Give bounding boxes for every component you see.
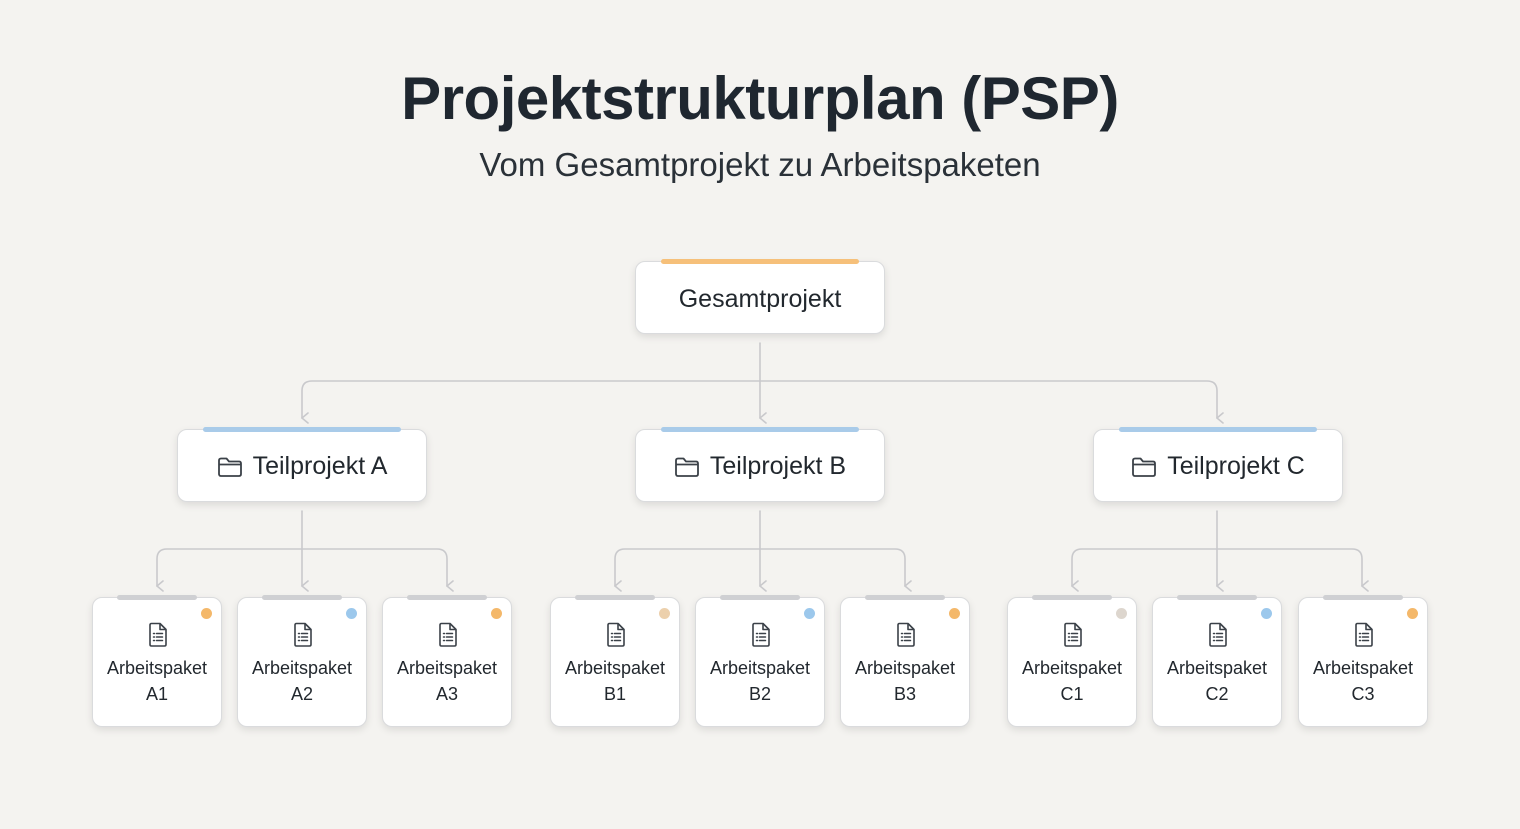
- package-label-line1: Arbeitspaket: [709, 658, 811, 678]
- package-accent-bar: [1323, 595, 1403, 600]
- subproject-accent-bar: [661, 427, 859, 432]
- package-label-line2: A2: [290, 684, 314, 704]
- status-dot: [949, 608, 960, 619]
- diagram-title: Projektstrukturplan (PSP): [401, 65, 1119, 132]
- connector-a-to-a3: [301, 548, 454, 592]
- status-dot: [346, 608, 357, 619]
- document-list-icon: [897, 622, 915, 647]
- package-label-line2: A3: [435, 684, 459, 704]
- package-accent-bar: [1177, 595, 1257, 600]
- work-package-c2[interactable]: Arbeitspaket C2: [1152, 595, 1282, 727]
- package-label: Arbeitspaket A2: [238, 655, 366, 707]
- package-accent-bar: [407, 595, 487, 600]
- package-label: Arbeitspaket B3: [841, 655, 969, 707]
- subproject-node-c[interactable]: Teilprojekt C: [1093, 427, 1343, 502]
- package-label: Arbeitspaket A3: [383, 655, 511, 707]
- package-accent-bar: [117, 595, 197, 600]
- work-package-a2[interactable]: Arbeitspaket A2: [237, 595, 367, 727]
- package-label-line1: Arbeitspaket: [1021, 658, 1123, 678]
- package-label-line2: C3: [1351, 684, 1375, 704]
- package-label-line1: Arbeitspaket: [1312, 658, 1414, 678]
- status-dot: [1407, 608, 1418, 619]
- work-package-a3[interactable]: Arbeitspaket A3: [382, 595, 512, 727]
- document-list-icon: [1209, 622, 1227, 647]
- subproject-label: Teilprojekt B: [709, 452, 847, 480]
- package-label: Arbeitspaket A1: [93, 655, 221, 707]
- work-package-b2[interactable]: Arbeitspaket B2: [695, 595, 825, 727]
- root-node-label: Gesamtprojekt: [678, 285, 842, 313]
- package-label-line1: Arbeitspaket: [1166, 658, 1268, 678]
- connector-root-to-a: [301, 380, 761, 424]
- document-list-icon: [607, 622, 625, 647]
- package-accent-bar: [865, 595, 945, 600]
- status-dot: [491, 608, 502, 619]
- package-label-line1: Arbeitspaket: [564, 658, 666, 678]
- subproject-label: Teilprojekt A: [252, 452, 388, 480]
- package-label: Arbeitspaket C1: [1008, 655, 1136, 707]
- package-label-line1: Arbeitspaket: [396, 658, 498, 678]
- work-package-c3[interactable]: Arbeitspaket C3: [1298, 595, 1428, 727]
- package-label-line2: A1: [145, 684, 169, 704]
- diagram-subtitle: Vom Gesamtprojekt zu Arbeitspaketen: [479, 146, 1041, 183]
- status-dot: [804, 608, 815, 619]
- package-label-line2: B2: [748, 684, 772, 704]
- root-node[interactable]: Gesamtprojekt: [635, 259, 885, 334]
- package-accent-bar: [262, 595, 342, 600]
- package-label: Arbeitspaket B2: [696, 655, 824, 707]
- package-label: Arbeitspaket C2: [1153, 655, 1281, 707]
- subproject-node-a[interactable]: Teilprojekt A: [177, 427, 427, 502]
- work-package-b3[interactable]: Arbeitspaket B3: [840, 595, 970, 727]
- package-accent-bar: [1032, 595, 1112, 600]
- package-label: Arbeitspaket C3: [1299, 655, 1427, 707]
- package-label-line1: Arbeitspaket: [106, 658, 208, 678]
- subproject-label: Teilprojekt C: [1167, 452, 1305, 480]
- subproject-node-b[interactable]: Teilprojekt B: [635, 427, 885, 502]
- document-list-icon: [1355, 622, 1373, 647]
- document-list-icon: [294, 622, 312, 647]
- package-label-line2: C2: [1205, 684, 1229, 704]
- subproject-accent-bar: [203, 427, 401, 432]
- subproject-accent-bar: [1119, 427, 1317, 432]
- package-accent-bar: [720, 595, 800, 600]
- work-package-a1[interactable]: Arbeitspaket A1: [92, 595, 222, 727]
- package-label-line1: Arbeitspaket: [251, 658, 353, 678]
- folder-icon: [217, 457, 242, 477]
- document-list-icon: [149, 622, 167, 647]
- status-dot: [1261, 608, 1272, 619]
- document-list-icon: [439, 622, 457, 647]
- document-list-icon: [752, 622, 770, 647]
- connector-b-to-b3: [759, 548, 912, 592]
- connector-root-to-c: [759, 380, 1224, 424]
- connector-a-to-a1: [156, 548, 303, 592]
- connector-c-to-c3: [1216, 548, 1369, 592]
- connector-b-to-b1: [614, 548, 761, 592]
- folder-icon: [675, 457, 699, 477]
- document-list-icon: [1064, 622, 1082, 647]
- folder-icon: [1132, 457, 1157, 477]
- package-accent-bar: [575, 595, 655, 600]
- status-dot: [201, 608, 212, 619]
- package-label-line2: B3: [893, 684, 917, 704]
- package-label-line2: B1: [603, 684, 627, 704]
- status-dot: [1116, 608, 1127, 619]
- status-dot: [659, 608, 670, 619]
- package-label: Arbeitspaket B1: [551, 655, 679, 707]
- work-package-c1[interactable]: Arbeitspaket C1: [1007, 595, 1137, 727]
- connector-c-to-c1: [1071, 548, 1218, 592]
- package-label-line1: Arbeitspaket: [854, 658, 956, 678]
- root-accent-bar: [661, 259, 859, 264]
- work-package-b1[interactable]: Arbeitspaket B1: [550, 595, 680, 727]
- package-label-line2: C1: [1060, 684, 1084, 704]
